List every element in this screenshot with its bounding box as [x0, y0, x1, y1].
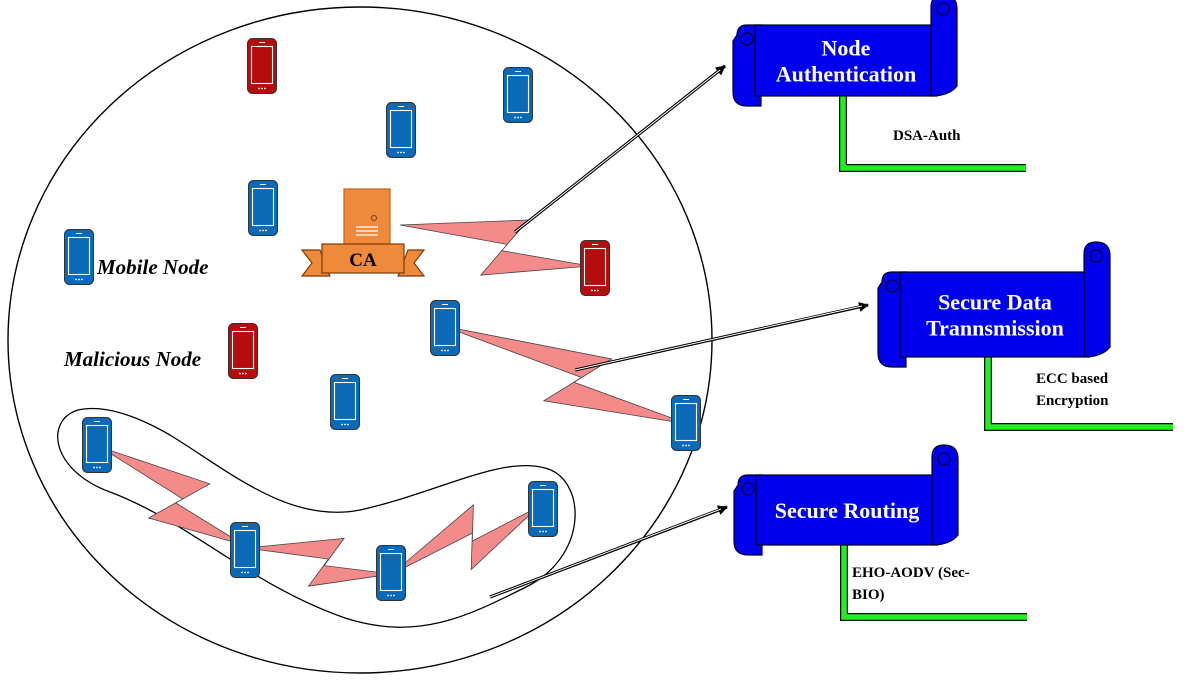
- server-icon: [343, 188, 391, 248]
- smartphone-icon: [228, 323, 258, 379]
- smartphone-icon: [64, 229, 94, 285]
- ca-label: CA: [349, 250, 377, 271]
- mobile-node: [528, 481, 558, 537]
- banner-detail-line: EHO-AODV (Sec-: [852, 565, 970, 581]
- smartphone-icon: [430, 300, 460, 356]
- smartphone-icon: [230, 522, 260, 578]
- banner-title-line: Secure Data: [938, 290, 1052, 315]
- malicious-node: [247, 38, 277, 94]
- nodes: [64, 38, 701, 601]
- smartphone-icon: [503, 67, 533, 123]
- wireless-link: [399, 219, 591, 276]
- smartphone-icon: [386, 102, 416, 158]
- detail-bar: [984, 355, 1173, 431]
- banner-title-line: Secure Routing: [775, 498, 919, 523]
- smartphone-icon: [528, 481, 558, 537]
- wireless-link: [391, 503, 539, 575]
- mobile-node: [64, 229, 94, 285]
- smartphone-icon: [248, 180, 278, 236]
- banner-title-line: Trannsmission: [926, 316, 1064, 341]
- smartphone-icon: [247, 38, 277, 94]
- malicious-node: [580, 240, 610, 296]
- wireless-link: [442, 325, 689, 425]
- banner-detail-line: BIO): [852, 587, 885, 603]
- smartphone-icon: [580, 240, 610, 296]
- malicious-node: [228, 323, 258, 379]
- smartphone-icon: [671, 395, 701, 451]
- detail-bar: [840, 543, 1027, 621]
- arrows: [489, 64, 869, 599]
- banner-detail-line: ECC based: [1036, 371, 1109, 387]
- mobile-node: [82, 417, 112, 473]
- wireless-link: [245, 537, 393, 587]
- banner-title-line: Node: [822, 36, 871, 61]
- mobile-node: [671, 395, 701, 451]
- mobile-node: [386, 102, 416, 158]
- mobile-node: [503, 67, 533, 123]
- banner-detail-line: Encryption: [1036, 393, 1109, 409]
- mobile-node: [248, 180, 278, 236]
- banner-title-line: Authentication: [776, 62, 917, 87]
- smartphone-icon: [330, 374, 360, 430]
- ca-ribbon: [300, 243, 426, 277]
- certificate-authority: CA: [300, 188, 426, 277]
- mobile-node-label: Mobile Node: [96, 255, 208, 279]
- malicious-node-label: Malicious Node: [63, 347, 201, 371]
- mobile-node: [430, 300, 460, 356]
- detail-bar: [839, 94, 1026, 172]
- mobile-node: [230, 522, 260, 578]
- smartphone-icon: [82, 417, 112, 473]
- mobile-node: [330, 374, 360, 430]
- banner-detail-line: DSA-Auth: [893, 128, 961, 144]
- smartphone-icon: [376, 545, 406, 601]
- mobile-node: [376, 545, 406, 601]
- routing-cluster-outline: [57, 407, 576, 628]
